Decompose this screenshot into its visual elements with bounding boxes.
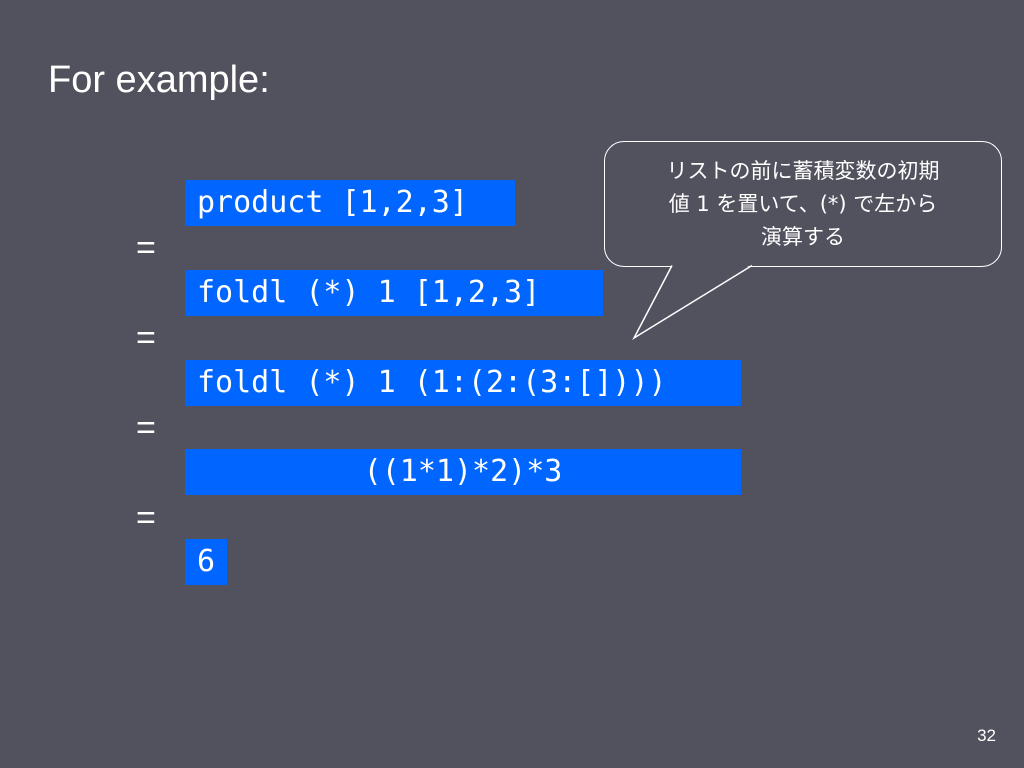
- callout-text: リストの前に蓄積変数の初期 値 1 を置いて、(*) で左から 演算する: [616, 155, 990, 254]
- code-step-5: 6: [185, 539, 227, 585]
- equals-sign-4: =: [136, 499, 156, 537]
- equals-sign-1: =: [136, 229, 156, 267]
- code-step-2: foldl (*) 1 [1,2,3]: [185, 270, 603, 316]
- callout-line-3: 演算する: [761, 225, 845, 249]
- slide-title: For example:: [48, 59, 270, 101]
- callout-line-1: リストの前に蓄積変数の初期: [666, 159, 940, 183]
- callout-bubble: [604, 141, 1002, 267]
- callout-line-2: 値 1 を置いて、(*) で左から: [668, 192, 938, 216]
- page-number: 32: [977, 726, 996, 745]
- code-step-4: ((1*1)*2)*3: [185, 449, 741, 495]
- equals-sign-3: =: [136, 409, 156, 447]
- equals-sign-2: =: [136, 319, 156, 357]
- code-step-1: product [1,2,3]: [185, 180, 515, 226]
- code-step-3: foldl (*) 1 (1:(2:(3:[]))): [185, 360, 741, 406]
